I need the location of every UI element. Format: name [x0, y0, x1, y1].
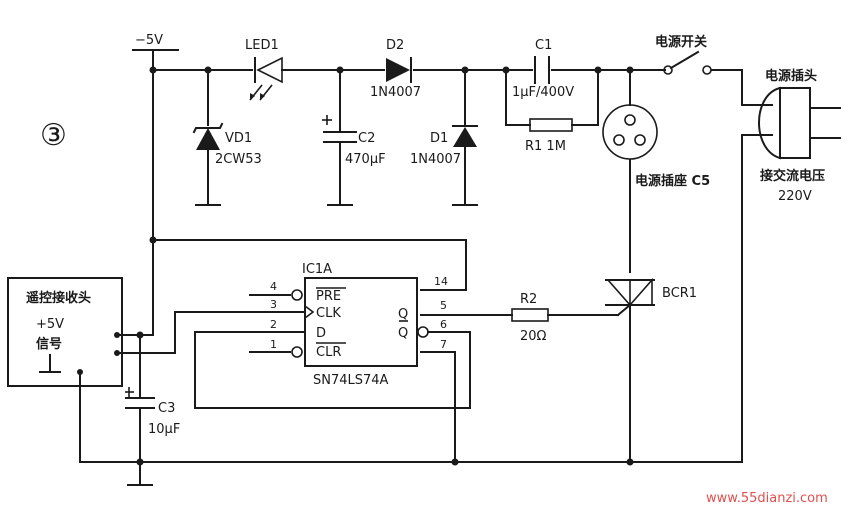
watermark: www.55dianzi.com — [706, 491, 828, 506]
r1-label: R1 1M — [525, 139, 566, 154]
power-plug-label: 电源插头 — [765, 68, 817, 84]
socket-label: 电源插座 C5 — [635, 173, 710, 189]
figure-number: ③ — [40, 118, 67, 153]
junction-dots — [136, 66, 634, 466]
vd1-label: VD1 — [225, 131, 252, 146]
c2-symbol — [322, 115, 357, 143]
d2-part-label: 1N4007 — [370, 85, 421, 100]
c3-value-label: 10μF — [148, 422, 180, 437]
supply-voltage-label: −5V — [135, 33, 163, 48]
d1-symbol — [452, 125, 478, 147]
pin1-label: 1 — [270, 338, 277, 351]
bcr1-label: BCR1 — [662, 286, 697, 301]
r1-symbol — [529, 118, 573, 132]
wires — [79, 49, 773, 486]
pin5-label: 5 — [440, 299, 447, 312]
power-switch-symbol — [663, 50, 712, 75]
ac-voltage-label: 220V — [778, 189, 812, 204]
pin2-label: 2 — [270, 318, 277, 331]
led1-symbol — [249, 56, 283, 101]
ic-part-label: SN74LS74A — [313, 373, 389, 388]
c3-symbol — [125, 387, 155, 409]
qbar-pin-name: Q — [398, 326, 408, 341]
pin14-label: 14 — [434, 275, 448, 288]
c3-label: C3 — [158, 401, 175, 416]
c2-label: C2 — [358, 131, 375, 146]
receiver-vcc-label: +5V — [36, 317, 64, 332]
receiver-title: 遥控接收头 — [26, 290, 91, 306]
bcr1-triac-symbol — [605, 277, 655, 331]
c1-value-label: 1μF/400V — [512, 85, 574, 100]
c2-value-label: 470μF — [345, 152, 386, 167]
pin3-label: 3 — [270, 298, 277, 311]
power-switch-label: 电源开关 — [655, 34, 707, 50]
led1-label: LED1 — [245, 38, 279, 53]
power-plug-symbol — [758, 86, 841, 160]
vd1-symbol — [192, 122, 224, 150]
ic1a-flipflop-box — [291, 277, 429, 367]
d1-label: D1 — [430, 131, 448, 146]
vd1-part-label: 2CW53 — [215, 152, 262, 167]
c1-label: C1 — [535, 38, 552, 53]
clk-pin-name: CLK — [316, 306, 341, 321]
r2-value-label: 20Ω — [520, 329, 547, 344]
pin4-label: 4 — [270, 280, 277, 293]
c1-symbol — [534, 56, 550, 84]
pre-pin-name: PRE — [316, 289, 341, 304]
q-pin-name: Q — [398, 307, 408, 322]
pin6-label: 6 — [440, 318, 447, 331]
r2-symbol — [511, 308, 549, 322]
d1-part-label: 1N4007 — [410, 152, 461, 167]
receiver-signal-label: 信号 — [36, 336, 62, 352]
d2-symbol — [386, 57, 412, 83]
r2-label: R2 — [520, 292, 537, 307]
pin7-label: 7 — [440, 338, 447, 351]
socket-c5-symbol — [602, 104, 658, 160]
d2-label: D2 — [386, 38, 404, 53]
clr-pin-name: CLR — [316, 345, 341, 360]
remote-receiver-box — [7, 277, 123, 387]
ic-name-label: IC1A — [302, 262, 332, 277]
d-pin-name: D — [316, 326, 326, 341]
ac-input-label: 接交流电压 — [760, 168, 825, 184]
